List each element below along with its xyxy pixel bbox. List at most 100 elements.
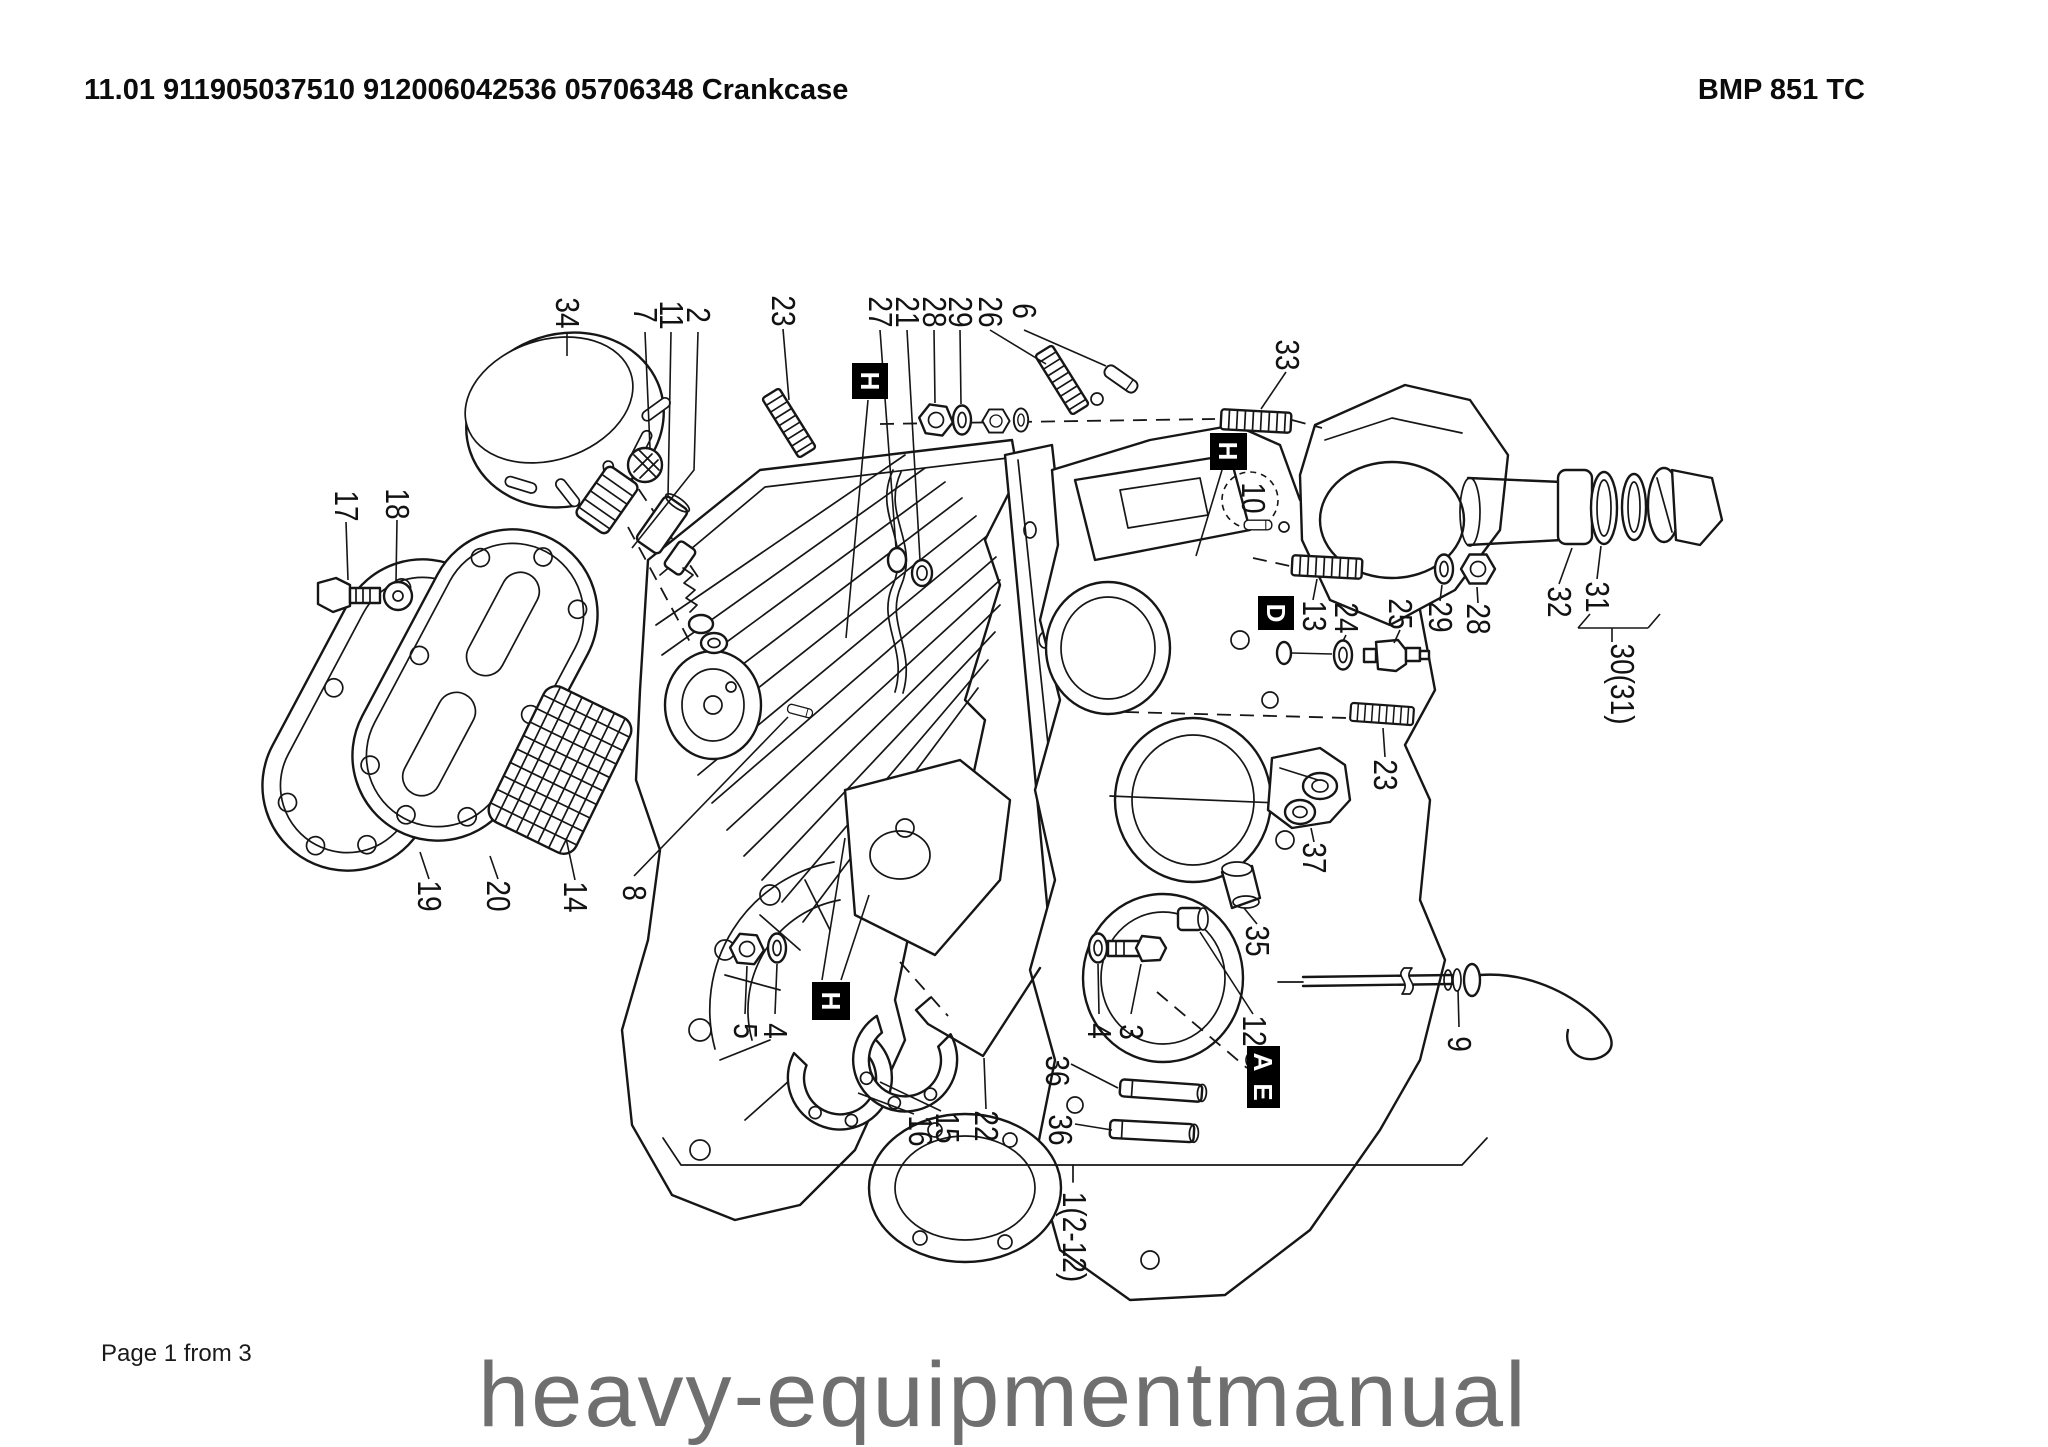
ref-box-H-right: H	[1210, 433, 1247, 470]
washer-29-right	[1433, 553, 1455, 585]
nut-small	[981, 408, 1011, 434]
hex-bolt-17	[316, 576, 382, 614]
crank-bore-flange	[867, 1112, 1063, 1264]
callout-5: 5	[726, 1023, 763, 1039]
callout-36b: 36	[1041, 1114, 1078, 1145]
callout-23: 23	[764, 295, 801, 326]
callout-30-31: 30(31)	[1603, 643, 1640, 724]
callout-31: 31	[1578, 581, 1615, 612]
bushing-12	[1176, 906, 1209, 932]
callout-35: 35	[1238, 925, 1275, 956]
o-ring-small-2	[699, 631, 729, 655]
washer-18	[382, 580, 414, 612]
ref-letter: H	[1213, 442, 1243, 461]
callout-group-1-2-12: 1(2-12)	[1055, 1192, 1092, 1282]
callout-3: 3	[1112, 1024, 1149, 1040]
callout-8: 8	[615, 885, 652, 901]
pin-6-ring	[1090, 392, 1104, 406]
group-bracket	[662, 1137, 1488, 1183]
cover-plate-front	[351, 528, 599, 842]
callout-7: 7	[626, 307, 663, 323]
ref-box-H-top: H	[852, 363, 888, 399]
washer-small	[1012, 407, 1030, 433]
bolt-3	[1106, 934, 1168, 963]
page-title: 11.01 911905037510 912006042536 05706348…	[84, 74, 849, 106]
nut-28-top	[915, 402, 957, 438]
mesh-disc	[626, 446, 664, 484]
washer-24	[1332, 639, 1354, 671]
callout-10: 10	[1234, 482, 1271, 513]
callout-29: 29	[941, 296, 978, 327]
callout-33: 33	[1268, 339, 1305, 370]
ref-box-D: D	[1258, 596, 1294, 630]
pin-10	[1243, 519, 1273, 531]
callout-27: 27	[861, 296, 898, 327]
filler-plug	[575, 465, 639, 535]
model-code: BMP 851 TC	[1697, 74, 1865, 106]
ref-letter: H	[816, 992, 846, 1011]
callout-16: 16	[901, 1115, 938, 1146]
breather-cap	[464, 331, 671, 509]
callout-21: 21	[888, 296, 925, 327]
callout-12: 12	[1235, 1015, 1272, 1046]
callout-13: 13	[1295, 600, 1332, 631]
o-ring-small-1	[687, 613, 715, 635]
ref-letter: A	[1248, 1053, 1278, 1072]
callout-17: 17	[327, 490, 364, 521]
ref-letter: D	[1261, 604, 1291, 623]
dowel-pin-36-b	[1108, 1118, 1200, 1144]
stud-13	[1290, 553, 1364, 581]
stud-23-right	[1348, 701, 1416, 727]
callout-29b: 29	[1421, 601, 1458, 632]
nut-28-right	[1459, 553, 1497, 585]
callout-4b: 4	[1080, 1023, 1117, 1039]
callout-9: 9	[1440, 1036, 1477, 1052]
spring	[682, 567, 698, 613]
ref-letter: H	[855, 372, 885, 391]
callout-19: 19	[410, 880, 447, 911]
mesh-screen	[487, 685, 633, 855]
washer-4-right	[1087, 932, 1109, 964]
ref-box-AE: A E	[1247, 1046, 1280, 1108]
gasket-bead	[885, 469, 908, 694]
callout-22: 22	[967, 1110, 1004, 1141]
seal-ring-27	[886, 546, 908, 574]
cone-bushing-35	[1220, 861, 1262, 910]
dowel-pin-36-a	[1118, 1078, 1208, 1103]
pin-6	[1101, 362, 1141, 396]
oil-filler-assembly	[1298, 383, 1724, 627]
valve-cup	[663, 540, 697, 576]
bracket-30-31	[1577, 613, 1661, 642]
callout-28: 28	[915, 296, 952, 327]
callout-36a: 36	[1038, 1055, 1075, 1086]
boss-seal	[1275, 640, 1293, 666]
callout-4: 4	[756, 1023, 793, 1039]
washer-4-left	[766, 932, 788, 964]
callout-25: 25	[1381, 598, 1418, 629]
wire-clip-22	[914, 966, 1042, 1058]
valve-sleeve	[635, 493, 691, 555]
callout-2: 2	[679, 307, 716, 323]
ref-box-H-bottom: H	[812, 982, 850, 1020]
callout-6: 6	[1005, 303, 1042, 319]
callout-20: 20	[479, 880, 516, 911]
callout-14: 14	[556, 881, 593, 912]
callout-28b: 28	[1459, 603, 1496, 634]
centerline-stud	[1124, 711, 1349, 719]
ref-letter: E	[1248, 1083, 1278, 1100]
callout-34: 34	[548, 297, 585, 328]
leader-lines	[345, 328, 1602, 1131]
watermark: heavy-equipmentmanual	[478, 1344, 1528, 1446]
dipstick	[1277, 962, 1613, 1061]
connector-37	[1266, 746, 1352, 830]
callout-32: 32	[1540, 586, 1577, 617]
callout-37: 37	[1295, 842, 1332, 873]
page-number: Page 1 from 3	[101, 1340, 252, 1367]
stud-33	[1219, 407, 1293, 435]
callout-24: 24	[1327, 602, 1364, 633]
plug-25	[1362, 638, 1431, 673]
callout-15: 15	[928, 1112, 965, 1143]
callout-11: 11	[652, 300, 689, 329]
washer-29-top	[951, 404, 973, 436]
